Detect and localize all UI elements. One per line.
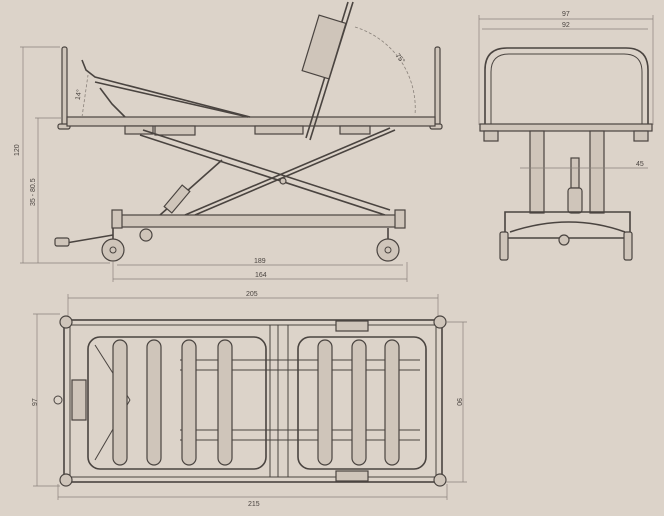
caster-wheel (101, 238, 125, 262)
height-range-label: 35 - 80.5 (30, 178, 37, 206)
total-height-label: 120 (14, 144, 21, 156)
caster-mount (394, 209, 406, 229)
slat (217, 339, 233, 466)
back-angle-arc (354, 26, 416, 116)
end-frame (479, 123, 653, 132)
inner-width-label: 92 (562, 22, 570, 29)
slat (384, 339, 400, 466)
base-frame (116, 214, 404, 228)
head-post (61, 46, 68, 126)
brake-pedal (65, 234, 114, 244)
side-view: 14° 75° 120 35 - 80.5 (14, 1, 443, 282)
end-view: 97 92 45 (478, 11, 654, 261)
column (589, 130, 605, 214)
slat (181, 339, 197, 466)
caster-wheel (499, 231, 509, 261)
outer-width-label: 97 (562, 11, 570, 18)
scissor-arm (139, 134, 386, 216)
clearance-label: 45 (636, 161, 644, 168)
caster-wheel (623, 231, 633, 261)
right-deck (297, 336, 427, 470)
column (529, 130, 545, 214)
top-frame (63, 319, 443, 483)
frame-length-label: 205 (246, 291, 258, 298)
top-view: 205 215 97 9 (32, 291, 467, 508)
caster-mount (111, 209, 123, 229)
knob (53, 395, 63, 405)
slat (146, 339, 162, 466)
leg-actuator (99, 87, 126, 118)
slat (112, 339, 128, 466)
mattress-frame (66, 116, 436, 127)
wheelbase-label: 189 (254, 258, 266, 265)
inner-width-label-top: 90 (455, 398, 462, 406)
leg-section (81, 59, 251, 118)
overall-length-label: 215 (248, 501, 260, 508)
lift-actuator-end (567, 187, 583, 214)
siderail-bracket (335, 320, 369, 332)
headboard (484, 47, 649, 125)
slat (351, 339, 367, 466)
leg-angle-arc (81, 74, 89, 118)
overall-width-label: 97 (32, 398, 39, 406)
leg-angle-label: 14° (74, 89, 84, 101)
back-angle-label: 75° (394, 52, 407, 65)
base-length-label: 164 (255, 272, 267, 279)
pedal-housing (71, 379, 87, 421)
scissor-pivot (279, 177, 287, 185)
bracket (124, 125, 154, 135)
caster-wheel (376, 238, 400, 262)
brake-hub (139, 228, 153, 242)
left-deck (87, 336, 267, 470)
slat (317, 339, 333, 466)
siderail-bracket (335, 470, 369, 482)
end-base (504, 211, 631, 239)
backrest-panel (301, 14, 347, 80)
foot-post (434, 46, 441, 126)
scissor-arm (194, 129, 396, 216)
